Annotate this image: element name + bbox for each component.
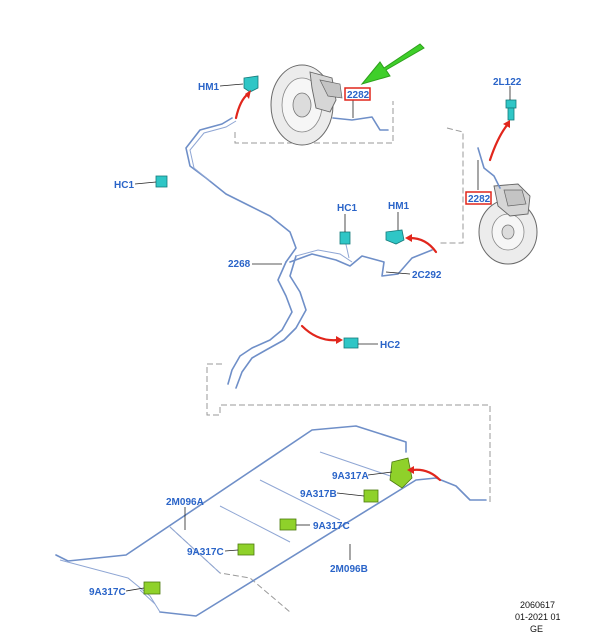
- footer-line-1: 2060617: [520, 600, 555, 610]
- front-brake-assembly-right: [477, 147, 538, 265]
- leader-lines: [125, 83, 511, 592]
- 9a317b-clip: [363, 489, 379, 503]
- callout-2282-top: 2282: [347, 90, 370, 101]
- callout-2c292: 2C292: [412, 270, 442, 281]
- green-arrow: [360, 43, 425, 85]
- callout-9a317a: 9A317A: [332, 471, 369, 482]
- footer-line-2: 01-2021 01: [515, 612, 561, 622]
- callout-2268: 2268: [228, 259, 251, 270]
- hc2-clip: [343, 337, 359, 349]
- 9a317c-mid-clip: [279, 518, 297, 531]
- callout-9a317b: 9A317B: [300, 489, 337, 500]
- callout-2282-right: 2282: [468, 194, 491, 205]
- hc1-mid-clip: [339, 231, 351, 245]
- callout-2m096a: 2M096A: [166, 497, 204, 508]
- brake-pipes: [55, 117, 487, 617]
- callout-2l122: 2L122: [493, 77, 522, 88]
- hc1-left-clip: [155, 175, 168, 188]
- footer-line-3: GE: [530, 624, 543, 634]
- footer-reference: 2060617 01-2021 01 GE: [515, 600, 561, 634]
- callout-9a317c-mid: 9A317C: [313, 521, 350, 532]
- callout-9a317c-bottom: 9A317C: [89, 587, 126, 598]
- callout-hm1-top: HM1: [198, 82, 220, 93]
- 9a317a-clip: [389, 457, 413, 489]
- rear-brake-assembly-top: [270, 64, 389, 146]
- callout-hc1-left: HC1: [114, 180, 134, 191]
- dashed-outlines: [169, 101, 491, 613]
- hm1-mid-clip: [385, 229, 405, 245]
- callout-9a317c-left: 9A317C: [187, 547, 224, 558]
- callout-labels: HM1 2282 2L122 HC1 2282 HC1 HM1 2268 2C2…: [89, 77, 522, 598]
- 9a317c-left-clip: [237, 543, 255, 556]
- callout-hc1-mid: HC1: [337, 203, 357, 214]
- callout-hc2: HC2: [380, 340, 400, 351]
- clips: [143, 75, 517, 595]
- 2l122-bolt: [505, 99, 517, 121]
- callout-hm1-mid: HM1: [388, 201, 410, 212]
- arrows: [234, 43, 510, 482]
- hm1-top-clip: [243, 75, 259, 93]
- part-2282-top-highlight: [344, 87, 371, 101]
- 9a317c-bottom-clip: [143, 581, 161, 595]
- part-2282-right-highlight: [465, 191, 492, 205]
- callout-2m096b: 2M096B: [330, 564, 368, 575]
